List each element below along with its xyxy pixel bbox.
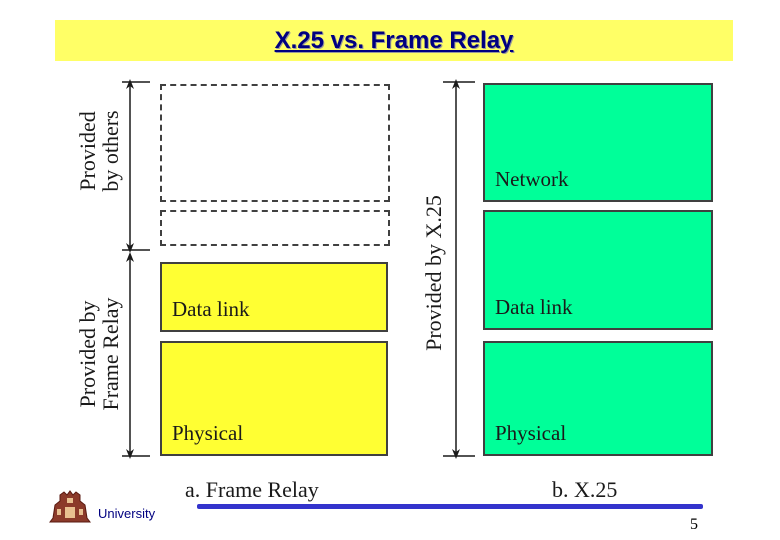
frame-relay-others-upper-box (160, 84, 390, 202)
x25-caption: b. X.25 (552, 477, 618, 502)
x25-physical-layer: Physical (483, 341, 713, 456)
provided-by-frame-relay-label: Provided by Frame Relay (75, 297, 123, 411)
x25-physical-label: Physical (495, 421, 567, 445)
footer-divider (197, 504, 703, 509)
title-bar: X.25 vs. Frame Relay (55, 20, 733, 61)
x25-network-layer: Network (483, 83, 713, 202)
footer-university: University (98, 506, 156, 521)
frame-relay-datalink-label: Data link (172, 297, 250, 321)
frame-relay-physical-label: Physical (172, 421, 244, 445)
frame-relay-physical-layer: Physical (160, 341, 388, 456)
x25-datalink-layer: Data link (483, 210, 713, 330)
page-number: 5 (690, 516, 698, 533)
slide-title: X.25 vs. Frame Relay (274, 26, 514, 54)
frame-relay-caption: a. Frame Relay (185, 477, 319, 502)
provided-by-x25-label: Provided by X.25 (421, 195, 446, 351)
university-logo-icon (49, 490, 91, 523)
x25-network-label: Network (495, 167, 569, 191)
frame-relay-datalink-layer: Data link (160, 262, 388, 332)
x25-datalink-label: Data link (495, 295, 573, 319)
provided-by-others-label: Provided by others (75, 110, 123, 192)
frame-relay-others-lower-box (160, 210, 390, 246)
